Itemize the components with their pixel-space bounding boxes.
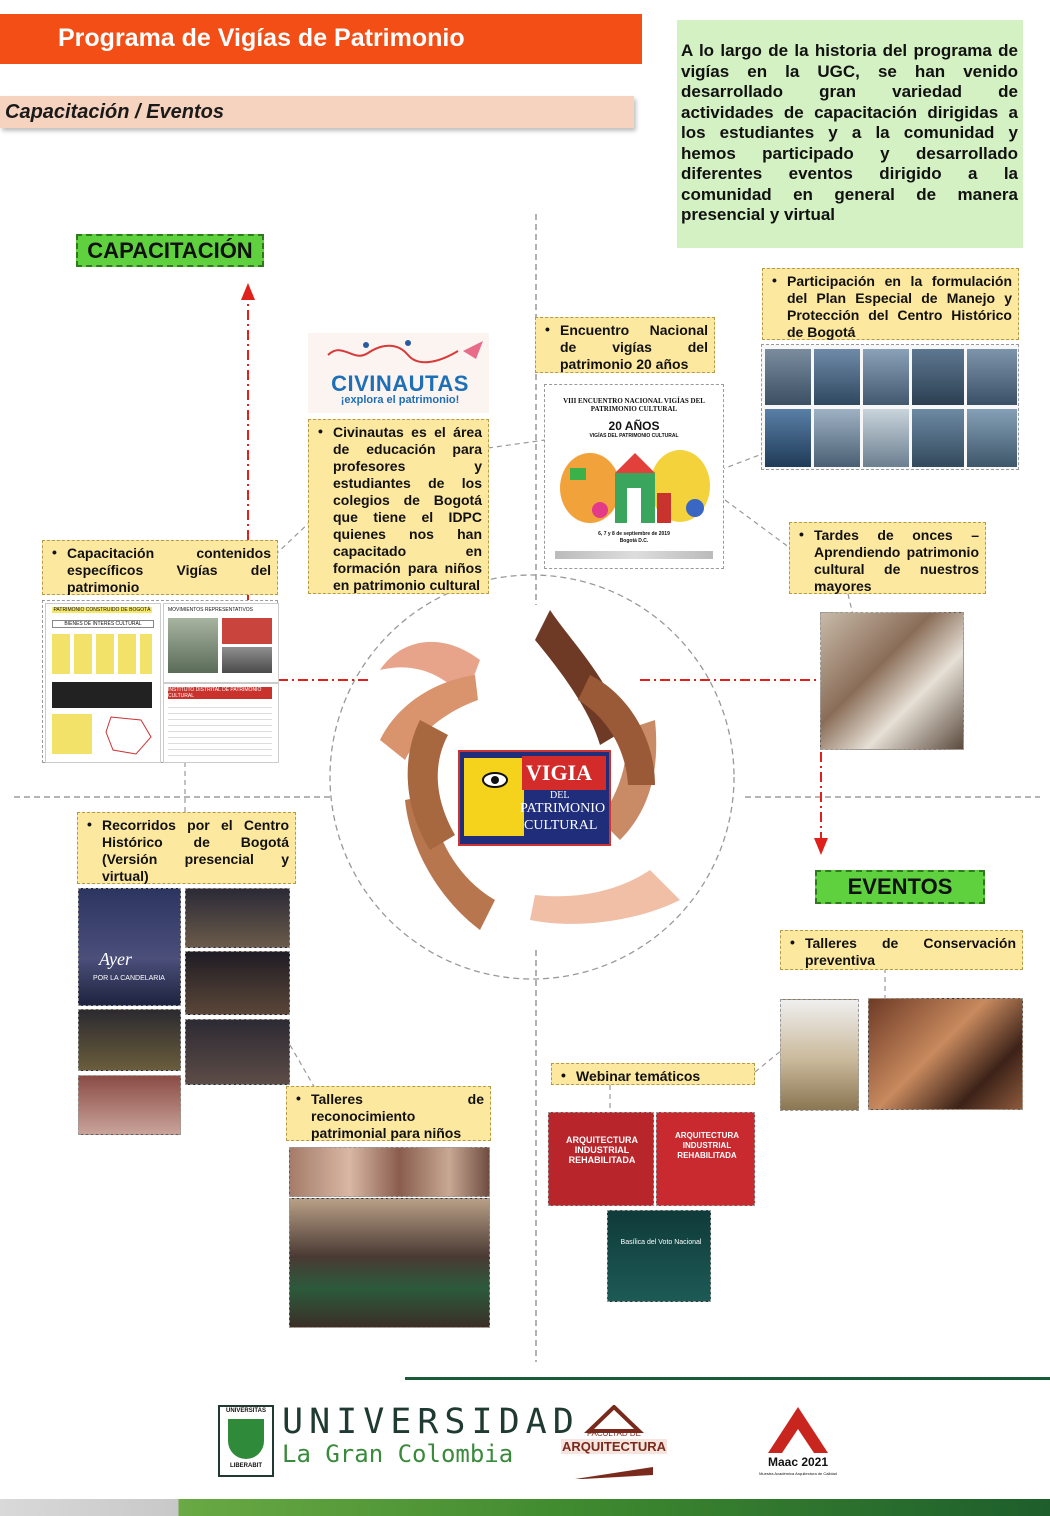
encuentro-poster-subtitle: VIGÍAS DEL PATRIMONIO CULTURAL: [589, 433, 679, 439]
slide-1-subtitle: BIENES DE INTERÉS CULTURAL: [52, 620, 154, 628]
university-name-big: UNIVERSIDAD: [282, 1402, 580, 1442]
encuentro-poster-city: Bogotá D.C.: [619, 538, 649, 544]
vigia-logo-line1: VIGIA: [526, 760, 593, 785]
recorridos-poster-photo: Ayer POR LA CANDELARIA: [78, 888, 181, 1006]
section-subtitle: Capacitación / Eventos: [5, 101, 224, 123]
participacion-photos: [761, 344, 1019, 470]
recorridos-photo: [185, 888, 290, 948]
talleres-ninos-photo-strip: [289, 1147, 490, 1197]
recorridos-photo: [185, 951, 290, 1015]
section-subheader-bar: Capacitación / Eventos: [0, 96, 634, 128]
civinautas-tagline: ¡explora el patrimonio!: [340, 394, 460, 406]
encuentro-poster-dates: 6, 7 y 8 de septiembre de 2019: [598, 531, 670, 537]
note-participacion: Participación en la formulación del Plan…: [762, 268, 1019, 340]
hands-circle-illustration: [380, 610, 680, 930]
capacitacion-slides: PATRIMONIO CONSTRUIDO DE BOGOTÁ BIENES D…: [42, 600, 279, 763]
encuentro-poster-logos: [555, 551, 713, 559]
maac-logo: Maac 2021 Muestra Académica Arquitectura…: [758, 1405, 838, 1480]
webinar-poster-1: ARQUITECTURA INDUSTRIAL REHABILITADA: [548, 1112, 654, 1206]
note-tardes-onces: Tardes de onces – Aprendiendo patrimonio…: [789, 522, 986, 594]
page-header-bar: Programa de Vigías de Patrimonio: [0, 14, 642, 64]
intro-text-box: A lo largo de la historia del programa d…: [677, 20, 1023, 248]
vigia-logo-line2: DEL: [550, 790, 570, 801]
vigia-logo-line4: CULTURAL: [524, 818, 598, 833]
participacion-photo: [863, 349, 909, 405]
university-seal-top: UNIVERSITAS: [226, 1408, 266, 1414]
recorridos-caption-small: POR LA CANDELARIA: [93, 975, 165, 982]
page-title: Programa de Vigías de Patrimonio: [58, 24, 465, 52]
capacitacion-slide-1: PATRIMONIO CONSTRUIDO DE BOGOTÁ BIENES D…: [45, 603, 161, 763]
webinar-poster-2: ARQUITECTURA INDUSTRIAL REHABILITADA: [656, 1112, 755, 1206]
slide-1-title: PATRIMONIO CONSTRUIDO DE BOGOTÁ: [52, 607, 152, 613]
participacion-photo: [912, 349, 964, 405]
participacion-photo: [912, 409, 964, 467]
recorridos-photo: [78, 1075, 181, 1135]
encuentro-poster-years: 20 AÑOS: [608, 419, 660, 433]
university-name-small: La Gran Colombia: [282, 1440, 514, 1468]
maac-triangle-icon: [768, 1407, 828, 1453]
encuentro-poster: VIII ENCUENTRO NACIONAL VIGÍAS DEL PATRI…: [544, 384, 724, 569]
tardes-onces-photo: [820, 612, 964, 750]
participacion-photo: [765, 409, 811, 467]
faculty-line1: FACULTAD DE: [587, 1429, 641, 1438]
recorridos-photo: [78, 1009, 181, 1071]
footer-bottom-band: [0, 1499, 1050, 1516]
participacion-photo: [863, 409, 909, 467]
participacion-photo: [814, 409, 860, 467]
capacitacion-slide-2: MOVIMIENTOS REPRESENTATIVOS: [163, 603, 279, 683]
vigia-logo-line3: PATRIMONIO: [520, 801, 606, 816]
encuentro-poster-art: [560, 450, 710, 523]
capacitacion-slide-3: INSTITUTO DISTRITAL DE PATRIMONIO CULTUR…: [163, 683, 279, 763]
maac-title: Maac 2021: [767, 1455, 829, 1469]
faculty-triangle-icon: [575, 1405, 653, 1479]
participacion-photo: [967, 349, 1017, 405]
faculty-line2: ARQUITECTURA: [561, 1439, 667, 1454]
university-seal-icon: UNIVERSITAS LIBERABIT: [218, 1405, 274, 1477]
note-civinautas: Civinautas es el área de educación para …: [308, 419, 489, 594]
encuentro-poster-title: VIII ENCUENTRO NACIONAL VIGÍAS DEL PATRI…: [563, 397, 705, 413]
note-encuentro: Encuentro Nacional de vigías del patrimo…: [535, 317, 715, 373]
capacitacion-label: CAPACITACIÓN: [76, 234, 264, 267]
civinautas-logo: CIVINAUTAS ¡explora el patrimonio!: [308, 333, 489, 413]
webinar-poster-1-title: ARQUITECTURA INDUSTRIAL REHABILITADA: [566, 1135, 638, 1165]
participacion-photo: [765, 349, 811, 405]
note-talleres-ninos: Talleres de reconocimiento patrimonial p…: [286, 1086, 491, 1141]
note-recorridos: Recorridos por el Centro Histórico de Bo…: [77, 812, 296, 884]
participacion-photo: [967, 409, 1017, 467]
university-seal-bottom: LIBERABIT: [230, 1463, 262, 1469]
recorridos-photo: [185, 1019, 290, 1085]
webinar-poster-2-title: ARQUITECTURA INDUSTRIAL REHABILITADA: [675, 1131, 739, 1160]
recorridos-caption-big: Ayer: [99, 949, 132, 969]
slide-2-title: MOVIMIENTOS REPRESENTATIVOS: [168, 607, 254, 613]
civinautas-wave-icon: [327, 340, 483, 364]
vigia-eye-icon: [482, 772, 508, 788]
vigia-logo: VIGIA DEL PATRIMONIO CULTURAL: [458, 750, 611, 846]
note-capacitacion-contenidos: Capacitación contenidos específicos Vigí…: [42, 540, 278, 595]
note-talleres-conservacion: Talleres de Conservación preventiva: [780, 930, 1023, 970]
webinar-poster-3-title: Basílica del Voto Nacional: [620, 1239, 702, 1246]
conservacion-workshop-photo: [868, 998, 1023, 1110]
faculty-logo: FACULTAD DE ARQUITECTURA: [561, 1405, 667, 1479]
talleres-ninos-group-photo: [289, 1198, 490, 1328]
civinautas-name: CIVINAUTAS: [331, 371, 469, 396]
vigia-logo-face-icon: [464, 758, 524, 836]
note-webinar: Webinar temáticos: [551, 1063, 755, 1085]
slide-3-title: INSTITUTO DISTRITAL DE PATRIMONIO CULTUR…: [168, 687, 272, 699]
webinar-poster-3: Basílica del Voto Nacional: [607, 1210, 711, 1302]
maac-subtitle: Muestra Académica Arquitectura de Calida…: [759, 1471, 837, 1476]
footer-divider: [405, 1377, 1050, 1380]
conservacion-figure-photo: [780, 999, 859, 1111]
eventos-label: EVENTOS: [815, 870, 985, 904]
map-icon: [105, 716, 152, 755]
participacion-photo: [814, 349, 860, 405]
